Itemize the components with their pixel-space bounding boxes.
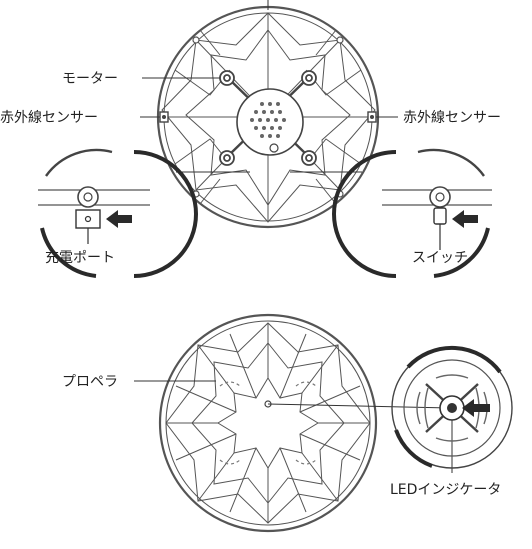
label-motor: モーター bbox=[62, 71, 118, 87]
label-charge-port: 充電ポート bbox=[45, 250, 115, 266]
switch-arrow-icon bbox=[452, 210, 478, 228]
top-center-body bbox=[236, 88, 304, 156]
label-propeller: プロペラ bbox=[62, 374, 118, 390]
led-arrow-icon bbox=[462, 399, 490, 417]
top-body-holes bbox=[250, 102, 286, 138]
led-detail bbox=[391, 345, 513, 469]
top-drone bbox=[156, 5, 380, 229]
charge-port-detail bbox=[38, 148, 198, 278]
label-led-indicator: LEDインジケータ bbox=[390, 482, 501, 498]
top-motors bbox=[219, 70, 317, 166]
top-leader-lines bbox=[140, 0, 398, 173]
bottom-cage-lattice bbox=[165, 322, 371, 524]
label-ir-sensor-left: 赤外線センサー bbox=[0, 110, 98, 126]
bottom-drone bbox=[158, 313, 378, 533]
led-vent-slots bbox=[416, 374, 488, 442]
label-switch: スイッチ bbox=[412, 250, 468, 266]
propellers bbox=[219, 381, 317, 465]
label-ir-sensor-right: 赤外線センサー bbox=[403, 110, 501, 126]
switch-detail bbox=[332, 148, 492, 278]
charge-port-arrow-icon bbox=[106, 210, 132, 228]
